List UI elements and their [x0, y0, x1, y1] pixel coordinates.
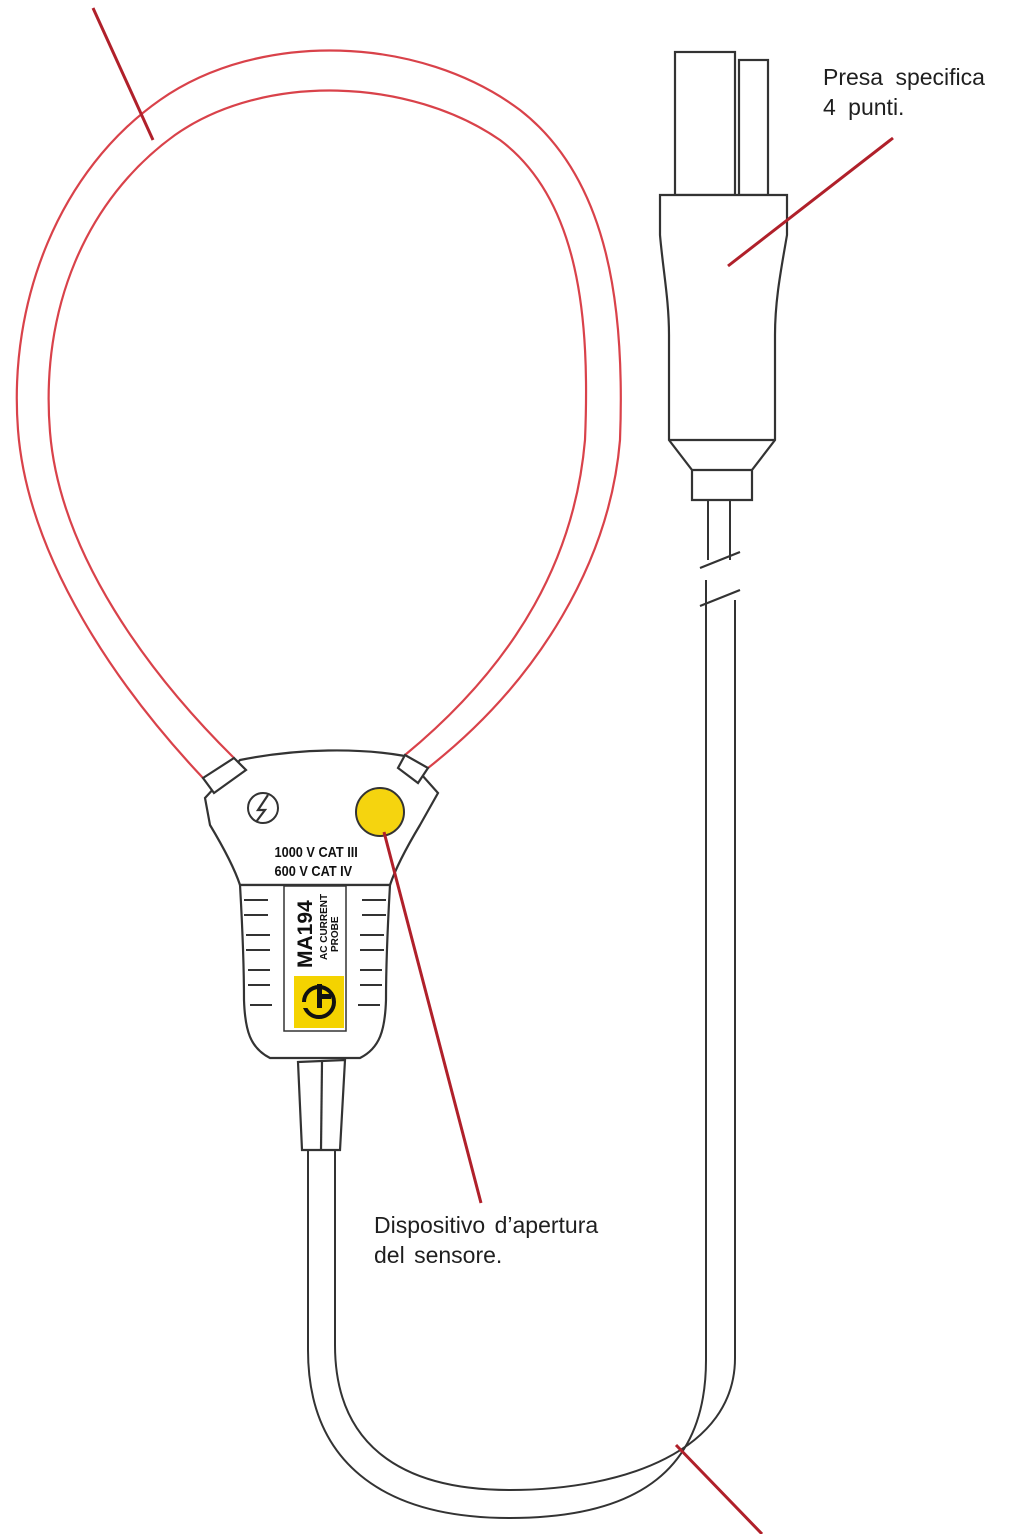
grip-ridges	[244, 899, 386, 1006]
loop-inner-edge	[47, 89, 588, 759]
rating-line-2: 600 V CAT IV	[275, 862, 353, 879]
cable	[307, 500, 741, 1520]
probe-head-body	[203, 749, 440, 887]
callout-plug: Presa specifica 4 punti.	[823, 62, 985, 122]
chauvin-arnoux-logo	[294, 976, 344, 1028]
probe-left-collar	[201, 756, 248, 795]
leader-loop	[91, 7, 155, 141]
plug-pin-left	[673, 50, 737, 197]
probe-head	[201, 749, 440, 1152]
callout-opening-line-1: Dispositivo d’apertura	[374, 1212, 599, 1238]
plug-body	[658, 193, 789, 502]
probe-right-collar	[396, 753, 430, 785]
callout-opening-line-2: del sensore.	[374, 1242, 503, 1268]
leader-opening-device	[382, 831, 483, 1204]
callout-plug-line-2: 4 punti.	[823, 94, 905, 120]
cable-break-2	[699, 588, 741, 608]
loop-outer-edge	[15, 49, 622, 779]
connector-plug	[658, 50, 789, 502]
flexible-loop	[15, 49, 622, 779]
desc-line-1: AC CURRENT	[319, 894, 330, 960]
leader-cable	[674, 1443, 764, 1536]
rating-line-1: 1000 V CAT III	[275, 843, 358, 860]
lightning-bolt-icon	[247, 792, 279, 824]
cable-edge-right	[334, 600, 736, 1492]
cable-break-1	[699, 550, 741, 570]
yellow-button	[355, 787, 405, 837]
callout-plug-line-1: Presa specifica	[823, 64, 985, 90]
cable-edge-left	[307, 580, 707, 1520]
leader-plug	[727, 136, 894, 268]
probe-neck-line	[319, 1061, 324, 1151]
model-label: MA194	[294, 900, 317, 968]
callout-opening-device: Dispositivo d’apertura del sensore.	[374, 1210, 598, 1270]
plug-pin-right	[737, 58, 770, 197]
desc-line-2: PROBE	[330, 916, 341, 952]
